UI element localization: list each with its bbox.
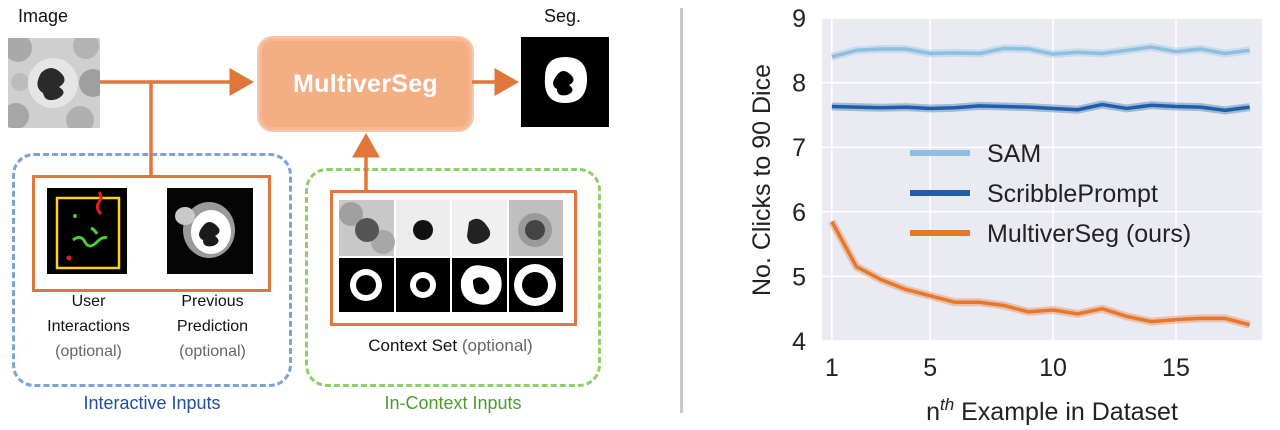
in-context-inputs-title: In-Context Inputs xyxy=(384,393,522,413)
image-label: Image xyxy=(18,6,69,26)
context-set-caption: Context Set (optional) xyxy=(330,333,571,358)
x-tick-label: 15 xyxy=(1162,354,1190,382)
context-set-optional: (optional) xyxy=(461,336,533,355)
series-line xyxy=(831,45,1250,59)
interactive-inputs-frame xyxy=(32,175,271,292)
context-set-label: Context Set xyxy=(368,336,458,355)
previous-prediction-caption: Previous Prediction (optional) xyxy=(160,289,265,364)
user-interactions-image xyxy=(47,188,127,274)
context-set-frame xyxy=(330,190,577,326)
seg-label: Seg. xyxy=(544,6,582,26)
in-context-inputs-group xyxy=(305,168,601,387)
y-axis-label: No. Clicks to 90 Dice xyxy=(748,64,776,296)
multiverseg-model-box: MultiverSeg xyxy=(257,36,474,132)
previous-prediction-optional: (optional) xyxy=(179,343,246,360)
context-set-images xyxy=(339,200,563,312)
x-tick-label: 1 xyxy=(825,354,839,382)
series-line xyxy=(831,102,1250,113)
x-tick-label: 5 xyxy=(923,354,937,382)
y-tick-label: 5 xyxy=(792,263,806,291)
plot-area xyxy=(822,18,1262,341)
user-interactions-caption: User Interactions (optional) xyxy=(36,289,141,364)
flow-arrows xyxy=(100,68,519,190)
segmentation-output xyxy=(521,37,609,127)
panel-divider xyxy=(680,8,683,413)
x-axis-label: nth Example in Dataset xyxy=(926,395,1178,426)
interactive-inputs-title: Interactive Inputs xyxy=(83,393,221,413)
y-tick-label: 4 xyxy=(792,328,806,356)
y-tick-label: 7 xyxy=(792,134,806,162)
model-name: MultiverSeg xyxy=(293,69,438,98)
y-tick-label: 9 xyxy=(792,5,806,33)
legend-label: SAM xyxy=(987,140,1041,168)
x-tick-label: 10 xyxy=(1039,354,1067,382)
legend-label: ScribblePrompt xyxy=(987,180,1158,208)
series-lines xyxy=(828,43,1251,329)
y-tick-label: 8 xyxy=(792,70,806,98)
previous-prediction-image xyxy=(167,188,253,274)
previous-prediction-label: Previous Prediction xyxy=(176,293,249,335)
y-tick-label: 6 xyxy=(792,199,806,227)
user-interactions-label: User Interactions xyxy=(47,293,130,335)
user-interactions-optional: (optional) xyxy=(55,343,122,360)
y-tick-labels: 4 5 6 7 8 9 xyxy=(792,5,806,356)
legend-label: MultiverSeg (ours) xyxy=(987,220,1191,248)
series-line xyxy=(830,220,1251,327)
input-image xyxy=(8,38,100,128)
grid-lines xyxy=(822,17,1262,342)
